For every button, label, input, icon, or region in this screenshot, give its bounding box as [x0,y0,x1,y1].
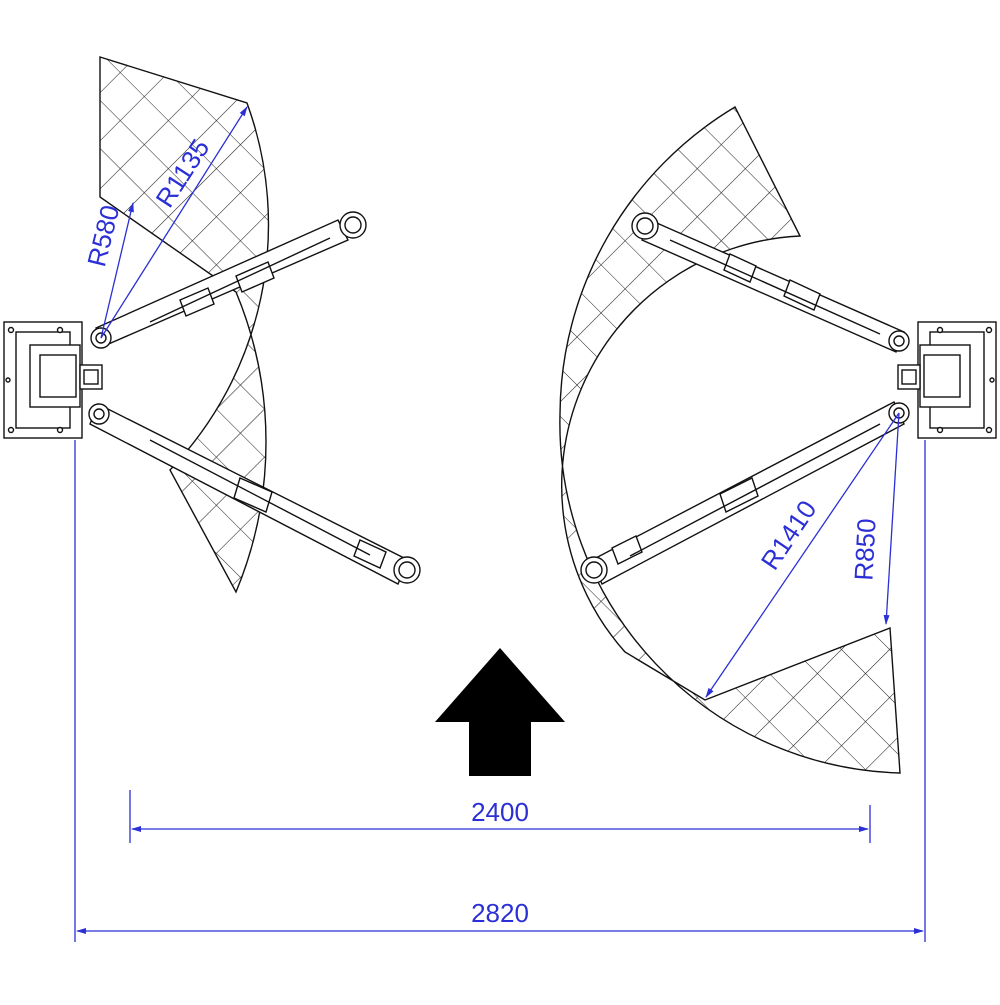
right-upper-arm [631,212,910,353]
left-column-base [3,321,103,439]
radius-label-left-inner: R580 [81,202,125,270]
dimension-outer-label: 2820 [471,898,529,928]
radius-label-right-outer: R1410 [755,495,823,575]
dimension-inner-label: 2400 [471,797,529,827]
radius-label-right-inner: R850 [848,518,881,582]
radius-leaders [100,106,900,698]
left-upper-arm [90,211,367,349]
dimension-inner [129,790,871,843]
right-swing-area [559,106,901,774]
up-arrow-icon [435,648,565,776]
right-column-base [897,321,997,439]
left-lower-arm [88,403,421,585]
dimension-outer [74,440,926,942]
right-lower-arm [580,401,910,585]
